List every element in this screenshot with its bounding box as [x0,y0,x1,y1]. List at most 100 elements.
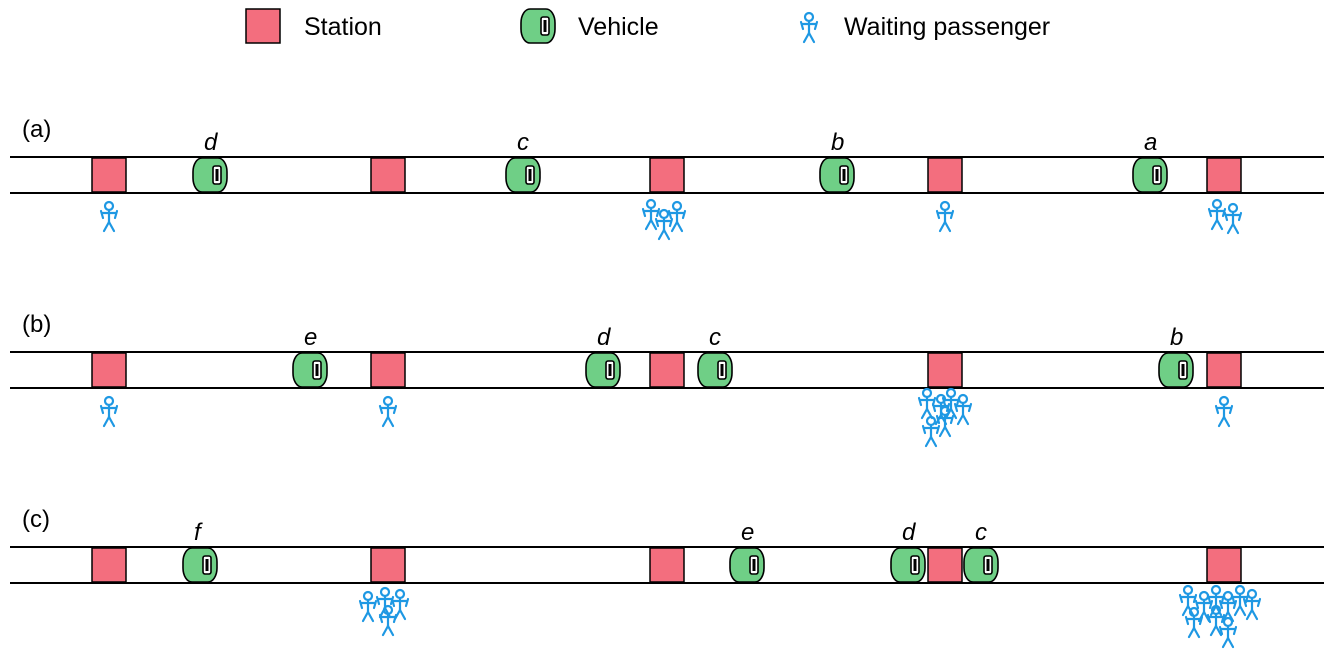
passenger-icon [99,200,119,233]
passenger-icon [1178,584,1198,617]
station-box [91,157,127,193]
vehicle-label: b [831,129,844,156]
vehicle: e [729,519,765,583]
vehicle-label: f [194,519,203,546]
legend-passenger-icon [799,11,819,44]
station-box [649,352,685,388]
vehicle-icon [182,547,218,583]
passenger-icon [667,200,687,233]
station-box [1206,547,1242,583]
station [370,352,406,428]
vehicle-label: c [975,519,987,546]
vehicle: c [963,519,999,583]
legend-vehicle-label: Vehicle [578,13,659,41]
station [91,352,127,428]
panel-label: (a) [22,116,51,143]
panel-a: (a) d c b a [10,116,1324,241]
passenger-icon [921,415,941,448]
passenger-icon [1218,590,1238,623]
station [1206,352,1242,428]
passenger-icon [654,208,674,241]
vehicle-icon [819,157,855,193]
station-box [91,352,127,388]
passenger-icon [1242,588,1262,621]
legend-station-swatch [245,8,281,44]
vehicle-icon [192,157,228,193]
vehicle-label: b [1170,324,1183,351]
vehicle: b [1158,324,1194,388]
vehicle: d [192,129,228,193]
passenger-icon [99,395,119,428]
legend: Station Vehicle Waiting passenger [245,8,1050,44]
passenger-icon [935,200,955,233]
passenger-icon [941,387,961,420]
vehicle: c [505,129,541,193]
station-box [1206,157,1242,193]
passenger-icon [1218,616,1238,649]
vehicle-icon [729,547,765,583]
vehicle-icon [1132,157,1168,193]
station-box [1206,352,1242,388]
station [91,157,127,233]
passenger-icon [641,198,661,231]
station-box [927,352,963,388]
passenger-icon [1214,395,1234,428]
vehicle-icon [963,547,999,583]
vehicle-label: a [1144,129,1157,156]
station [91,547,127,583]
vehicle-label: d [902,519,916,546]
station-box [927,157,963,193]
passenger-icon [1206,584,1226,617]
station-box [370,352,406,388]
passenger-icon [935,405,955,438]
vehicle: c [697,324,733,388]
station [641,157,687,241]
station-box [927,547,963,583]
vehicle-label: d [597,324,611,351]
station [917,352,973,448]
passenger-icon [917,387,937,420]
panel-label: (b) [22,311,51,338]
station-box [370,547,406,583]
vehicle-label: e [304,324,317,351]
passenger-icon [1206,604,1226,637]
passenger-icon [1207,198,1227,231]
station [649,352,685,388]
passenger-icon [953,393,973,426]
vehicle-label: d [204,129,218,156]
panel-label: (c) [22,506,50,533]
vehicle: d [585,324,621,388]
vehicle-icon [697,352,733,388]
station-box [91,547,127,583]
passenger-icon [799,11,819,44]
passenger-icon [1223,202,1243,235]
legend-passenger-label: Waiting passenger [844,13,1050,41]
vehicle-label: c [517,129,529,156]
vehicle: f [182,519,218,583]
panel-b: (b) e d c b [10,311,1324,448]
passenger-icon [1194,590,1214,623]
vehicle: a [1132,129,1168,193]
station-box [649,547,685,583]
vehicle: d [890,519,926,583]
vehicle-icon [520,8,556,44]
station [1206,157,1243,235]
passenger-icon [390,588,410,621]
passenger-icon [1230,584,1250,617]
passenger-icon [1184,606,1204,639]
station [358,547,410,637]
station [927,157,963,233]
passenger-icon [378,604,398,637]
passenger-icon [378,395,398,428]
station [927,547,963,583]
station [649,547,685,583]
station-box [649,157,685,193]
vehicle: b [819,129,855,193]
legend-vehicle-icon [520,8,556,44]
vehicle-label: e [741,519,754,546]
station [370,157,406,193]
vehicle-icon [585,352,621,388]
vehicle-icon [890,547,926,583]
vehicle-icon [505,157,541,193]
